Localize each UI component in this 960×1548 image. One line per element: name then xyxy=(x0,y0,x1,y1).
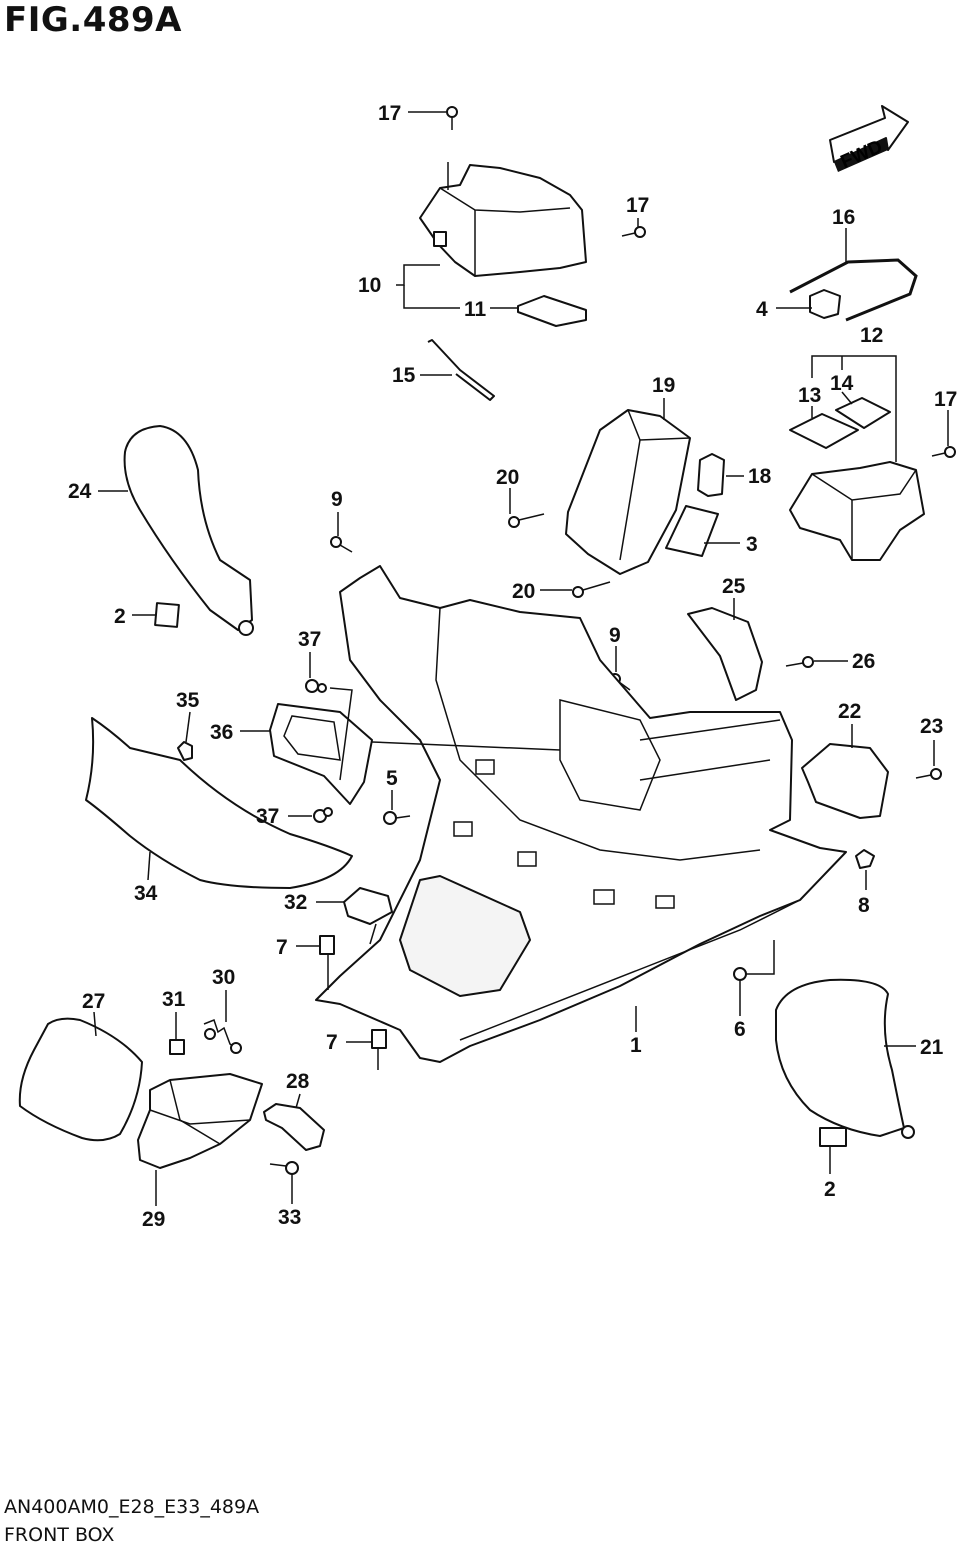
callout-17: 17 xyxy=(378,102,401,125)
callout-17: 17 xyxy=(934,388,957,411)
callout-29: 29 xyxy=(142,1208,165,1231)
part-12-lower-box xyxy=(789,461,925,561)
callout-3: 3 xyxy=(746,533,758,556)
screw-6 xyxy=(733,967,760,981)
screw-17-far-right xyxy=(931,446,956,458)
callout-labels: 17 17 17 10 11 15 16 4 12 13 14 19 18 3 … xyxy=(68,102,957,1231)
part-16-wire-bracket xyxy=(789,258,918,322)
callout-14: 14 xyxy=(830,372,854,395)
callout-20: 20 xyxy=(512,580,535,603)
callout-24: 24 xyxy=(68,480,92,503)
callout-22: 22 xyxy=(838,700,861,723)
callout-25: 25 xyxy=(722,575,746,598)
callout-15: 15 xyxy=(392,364,416,387)
screw-20-lower xyxy=(572,581,611,598)
callout-21: 21 xyxy=(920,1036,944,1059)
callout-37: 37 xyxy=(298,628,321,651)
part-8-nut xyxy=(855,849,875,869)
callout-7: 7 xyxy=(326,1031,338,1054)
part-14-pad xyxy=(835,397,891,429)
callout-33: 33 xyxy=(278,1206,301,1229)
screw-26 xyxy=(785,656,814,668)
callout-27: 27 xyxy=(82,990,105,1013)
part-7-clip-upper xyxy=(319,935,335,955)
part-1-front-box-body xyxy=(315,565,847,1063)
callout-12: 12 xyxy=(860,324,883,347)
part-2-pad-lower xyxy=(819,1127,847,1147)
callout-11: 11 xyxy=(464,298,487,321)
callout-30: 30 xyxy=(212,966,235,989)
callout-5: 5 xyxy=(386,767,398,790)
callout-35: 35 xyxy=(176,689,200,712)
clip-37-upper xyxy=(305,679,327,693)
part-2-pad-upper xyxy=(154,602,180,628)
figure-title: FIG.489A xyxy=(4,0,182,40)
leader-lines xyxy=(93,111,949,1206)
part-25-bracket xyxy=(687,607,763,701)
callout-18: 18 xyxy=(748,465,772,488)
part-32-switch xyxy=(343,887,393,925)
callout-9: 9 xyxy=(609,624,621,647)
screw-23 xyxy=(915,768,942,780)
clip-37-lower xyxy=(313,807,333,823)
part-10-front-box-lid xyxy=(419,162,587,277)
callout-19: 19 xyxy=(652,374,675,397)
callout-4: 4 xyxy=(756,298,768,321)
part-19-duct xyxy=(565,409,691,575)
part-15-rod xyxy=(427,339,495,401)
part-27-lid xyxy=(18,1017,143,1142)
callout-7: 7 xyxy=(276,936,288,959)
callout-20: 20 xyxy=(496,466,519,489)
part-31-collar xyxy=(169,1039,185,1055)
part-28-latch xyxy=(263,1103,325,1151)
callout-13: 13 xyxy=(798,384,821,407)
screw-33 xyxy=(269,1161,299,1175)
screw-5 xyxy=(383,811,411,825)
part-30-spring xyxy=(203,1019,242,1054)
part-13-pad xyxy=(789,413,859,449)
callout-37: 37 xyxy=(256,805,279,828)
part-36-duct xyxy=(269,703,373,805)
part-7-clip-lower xyxy=(371,1029,387,1049)
callout-2: 2 xyxy=(824,1178,836,1201)
screw-17-right xyxy=(621,226,646,238)
callout-1: 1 xyxy=(630,1034,642,1057)
part-34-side-panel xyxy=(85,717,353,889)
part-4-block xyxy=(809,289,841,319)
part-29-hinge-frame xyxy=(137,1073,263,1169)
callout-31: 31 xyxy=(162,988,186,1011)
drawing-name: FRONT BOX xyxy=(4,1524,115,1546)
callout-34: 34 xyxy=(134,882,158,905)
callout-10: 10 xyxy=(358,274,381,297)
clip-35 xyxy=(177,741,193,761)
callout-16: 16 xyxy=(832,206,855,229)
callout-2: 2 xyxy=(114,605,126,628)
part-11-pad xyxy=(517,295,587,327)
callout-9: 9 xyxy=(331,488,343,511)
callout-36: 36 xyxy=(210,721,233,744)
callout-23: 23 xyxy=(920,715,943,738)
callout-8: 8 xyxy=(858,894,870,917)
drawing-code: AN400AM0_E28_E33_489A xyxy=(4,1496,260,1518)
part-22-box xyxy=(801,743,889,819)
part-21-side-cover xyxy=(775,978,915,1139)
callout-17: 17 xyxy=(626,194,649,217)
callout-28: 28 xyxy=(286,1070,310,1093)
screw-9-left xyxy=(330,536,353,553)
part-24-side-cover xyxy=(123,425,254,636)
callout-6: 6 xyxy=(734,1018,746,1041)
callout-26: 26 xyxy=(852,650,875,673)
callout-32: 32 xyxy=(284,891,307,914)
fwd-arrow-icon: FWD xyxy=(829,105,909,173)
part-18-block xyxy=(697,453,725,497)
screw-20-upper xyxy=(508,513,545,528)
screw-17-top xyxy=(446,106,458,130)
